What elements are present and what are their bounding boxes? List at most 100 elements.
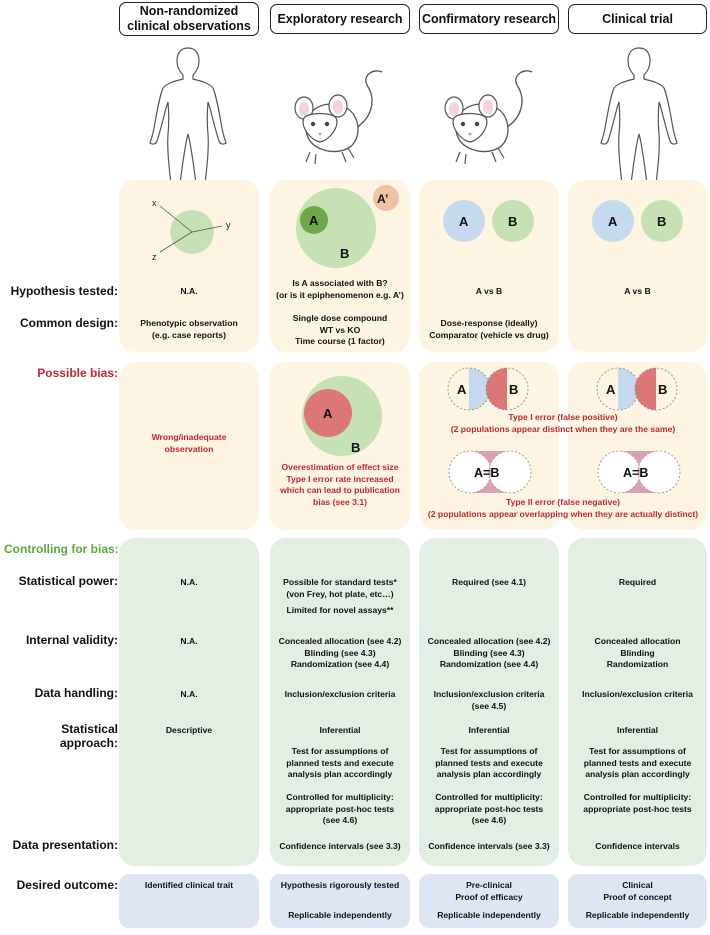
outcome-col3-replicable: Replicable independently: [437, 910, 541, 920]
outcome-col2: Hypothesis rigorously tested: [280, 880, 400, 890]
control-panel-col1: [119, 538, 259, 866]
design-col3: Dose-response (ideally) Comparator (vehi…: [419, 318, 559, 341]
label-approach: Statistical approach:: [59, 722, 118, 750]
approach-col3-test: Test for assumptions of planned tests an…: [419, 746, 559, 781]
bias-col2: Overestimation of effect size Type I err…: [270, 462, 410, 508]
type2-error-line: Type II error (false negative): [506, 497, 620, 507]
label-handling: Data handling:: [34, 686, 118, 700]
label-design: Common design:: [20, 316, 118, 330]
design-col2-line: Time course (1 factor): [295, 336, 385, 346]
label-possible-bias: Possible bias:: [37, 366, 118, 380]
hypothesis-col2: Is A associated with B? (or is it epiphe…: [270, 278, 410, 301]
validity-col3-line: Concealed allocation (see 4.2): [427, 636, 551, 646]
label-hypothesis: Hypothesis tested:: [10, 284, 118, 298]
header-non-randomized-line2: clinical observations: [127, 19, 251, 33]
circle-a-label: A: [459, 214, 469, 229]
type1-error-line: (2 populations appear distinct when they…: [450, 423, 676, 434]
bias-col1-line: observation: [164, 443, 214, 454]
power-col2-line: (von Frey, hot plate, etc…): [286, 588, 394, 599]
mouse-icon: [294, 70, 383, 165]
type1-error-text: Type I error (false positive) (2 populat…: [419, 412, 707, 435]
approach-test-line: Test for assumptions of: [440, 746, 538, 756]
circle-a-eq-b-label: A=B: [623, 466, 648, 480]
circle-a-label: A: [606, 382, 616, 397]
approach-multiplicity-line: (see 4.6): [471, 815, 507, 825]
handling-col4: Inclusion/exclusion criteria: [582, 689, 693, 699]
approach-multiplicity-line: Controlled for multiplicity:: [583, 792, 692, 802]
approach-test-line: planned tests and execute: [286, 757, 394, 768]
approach-test-line: Test for assumptions of: [291, 746, 389, 756]
approach-test-line: planned tests and execute: [435, 757, 543, 768]
circle-b-label: B: [351, 440, 360, 455]
outcome-panel-col2: [270, 874, 410, 928]
hypothesis-col1: N.A.: [180, 286, 198, 296]
validity-col4: Concealed allocation Blinding Randomizat…: [568, 636, 707, 671]
a-vs-b-circles: A B: [443, 200, 534, 242]
type2-error-text: Type II error (false negative) (2 popula…: [416, 497, 710, 520]
presentation-col3: Confidence intervals (see 3.3): [428, 841, 550, 851]
design-col2-line: WT vs KO: [319, 324, 361, 335]
header-non-randomized-line1: Non-randomized: [139, 4, 239, 18]
handling-col2: Inclusion/exclusion criteria: [284, 689, 396, 699]
outcome-col1: Identified clinical trait: [144, 880, 234, 890]
hypothesis-col2-line: (or is it epiphenomenon e.g. A’): [276, 289, 404, 300]
header-confirmatory-label: Confirmatory research: [421, 11, 557, 26]
circle-b-label: B: [657, 214, 666, 229]
handling-col1: N.A.: [180, 689, 198, 699]
human-silhouette-icon: [149, 47, 227, 188]
bias-col2-line: Type I error rate increased: [286, 473, 394, 484]
approach-multiplicity-line: appropriate post-hoc tests: [285, 803, 395, 814]
outcome-col4-replicable: Replicable independently: [585, 910, 690, 920]
handling-col3-line: Inclusion/exclusion criteria: [433, 689, 545, 699]
control-panel-col3: [419, 538, 559, 866]
approach-test-line: planned tests and execute: [583, 757, 692, 768]
outcome-col4-line: Clinical: [622, 880, 653, 890]
circle-a-label: A: [457, 382, 467, 397]
label-controlling-bias: Controlling for bias:: [4, 542, 119, 556]
approach-col4-main: Inferential: [616, 725, 659, 735]
bias-col1-line: Wrong/inadequate: [151, 432, 227, 442]
type2-error-circles: A=B: [448, 450, 532, 494]
hypothesis-panel-col4: [568, 180, 707, 352]
approach-test-line: Test for assumptions of: [589, 746, 686, 756]
circle-a-label: A: [323, 406, 333, 421]
approach-col3-multiplicity: Controlled for multiplicity: appropriate…: [419, 792, 559, 827]
approach-multiplicity-line: appropriate post-hoc tests: [583, 803, 692, 814]
mouse-icon: [444, 70, 533, 165]
validity-col3-line: Blinding (see 4.3): [453, 647, 525, 658]
approach-col2-multiplicity: Controlled for multiplicity: appropriate…: [270, 792, 410, 827]
bias-panel-col1: [119, 362, 259, 530]
association-circles-diagram: A B A’: [296, 185, 399, 268]
design-col3-line: Dose-response (ideally): [440, 318, 538, 328]
validity-col1: N.A.: [180, 636, 198, 646]
validity-col3-line: Randomization (see 4.4): [439, 659, 539, 669]
presentation-col4: Confidence intervals: [595, 841, 680, 851]
control-panel-col2: [270, 538, 410, 866]
type2-error-circles: A=B: [597, 450, 681, 494]
circle-a-label: A: [309, 213, 319, 228]
hypothesis-panel-col3: [419, 180, 559, 352]
axis-x-label: x: [152, 198, 157, 208]
approach-col4-test: Test for assumptions of planned tests an…: [568, 746, 707, 781]
label-power: Statistical power:: [18, 574, 118, 588]
design-col1-line: Phenotypic observation: [140, 318, 238, 328]
bias-col2-line: which can lead to publication: [280, 485, 400, 495]
axis-z-label: z: [152, 252, 157, 262]
bias-col1: Wrong/inadequate observation: [119, 432, 259, 455]
bias-col2-line: bias (see 3.1): [313, 496, 367, 507]
header-non-randomized: Non-randomized clinical observations: [119, 2, 259, 36]
overestimation-circles: A B: [302, 376, 382, 456]
approach-col4-multiplicity: Controlled for multiplicity: appropriate…: [568, 792, 707, 815]
outcome-panel-col4: [568, 874, 707, 928]
header-exploratory-label: Exploratory research: [277, 11, 403, 26]
approach-col2-main: Inferential: [319, 725, 361, 735]
approach-multiplicity-line: (see 4.6): [322, 815, 358, 825]
circle-a-prime-label: A’: [377, 192, 388, 206]
circle-b-label: B: [658, 382, 667, 397]
control-panel-col4: [568, 538, 707, 866]
approach-test-line: analysis plan accordingly: [287, 769, 393, 779]
approach-multiplicity-line: appropriate post-hoc tests: [434, 803, 544, 814]
design-col3-line: Comparator (vehicle vs drug): [429, 329, 549, 340]
power-col2-line: Possible for standard tests*: [283, 577, 397, 587]
outcome-col3-line: Proof of efficacy: [455, 891, 523, 902]
